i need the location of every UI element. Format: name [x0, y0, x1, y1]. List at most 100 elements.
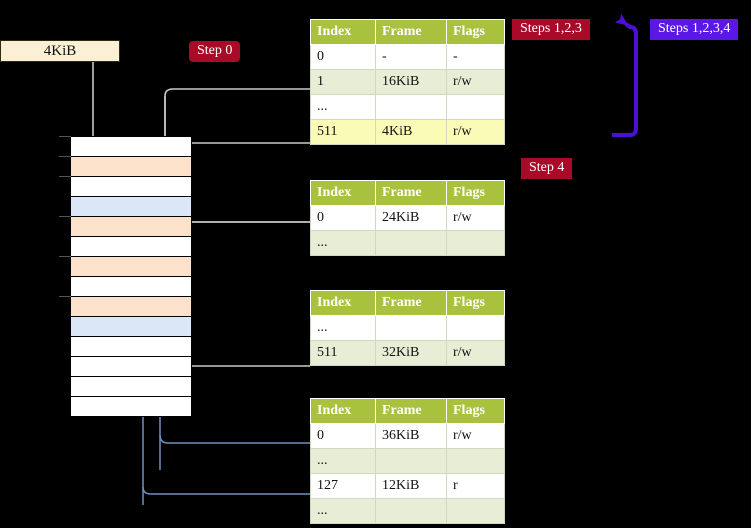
cell-index: ...: [310, 94, 376, 120]
memory-frame-row: [71, 396, 191, 416]
cell-flags: [446, 315, 505, 341]
cell-index: 1: [310, 69, 376, 95]
column-header-index: Index: [310, 398, 376, 424]
column-header-flags: Flags: [446, 19, 505, 45]
cell-index: 511: [310, 340, 376, 366]
connector-blue-to-table4-row127: [142, 486, 312, 495]
memory-frame-row: [59, 156, 191, 176]
table-header-row: Index Frame Flags: [310, 290, 505, 316]
connector-table1-to-memory: [164, 88, 312, 144]
column-header-index: Index: [310, 180, 376, 206]
cell-flags: [446, 230, 505, 256]
column-header-frame: Frame: [375, 290, 447, 316]
cell-flags: -: [446, 44, 505, 70]
table-row: ...: [310, 498, 505, 524]
memory-frame-row: [71, 356, 191, 376]
memory-tick-mark: [59, 176, 71, 177]
table-row: 0--: [310, 44, 505, 70]
memory-tick-mark: [59, 156, 71, 157]
cell-index: ...: [310, 448, 376, 474]
cell-index: ...: [310, 498, 376, 524]
cell-flags: r: [446, 473, 505, 499]
memory-frame-row: [59, 136, 191, 156]
column-header-flags: Flags: [446, 398, 505, 424]
badge-steps-1-2-3-4: Steps 1,2,3,4: [650, 19, 739, 40]
cell-frame: 4KiB: [375, 119, 447, 145]
cell-frame: 24KiB: [375, 205, 447, 231]
cell-index: 0: [310, 423, 376, 449]
cell-index: 0: [310, 44, 376, 70]
column-header-frame: Frame: [375, 19, 447, 45]
table-header-row: Index Frame Flags: [310, 180, 505, 206]
connector-table2-branch: [181, 221, 310, 262]
memory-tick-mark: [59, 136, 71, 137]
cell-frame: [375, 94, 447, 120]
cell-flags: r/w: [446, 423, 505, 449]
table-row: ...: [310, 315, 505, 341]
cell-frame: 32KiB: [375, 340, 447, 366]
badge-steps-1-2-3: Steps 1,2,3: [512, 19, 590, 40]
connector-table3-to-memory: [173, 314, 310, 367]
cell-frame: [375, 448, 447, 474]
table-row: ...: [310, 448, 505, 474]
cell-flags: r/w: [446, 69, 505, 95]
table-header-row: Index Frame Flags: [310, 19, 505, 45]
memory-frame-row: [71, 376, 191, 396]
cell-index: 127: [310, 473, 376, 499]
cell-frame: 16KiB: [375, 69, 447, 95]
column-header-index: Index: [310, 290, 376, 316]
badge-step-4: Step 4: [521, 158, 573, 179]
column-header-flags: Flags: [446, 180, 505, 206]
cell-frame: -: [375, 44, 447, 70]
memory-tick-mark: [59, 256, 71, 257]
memory-frame-row: [59, 216, 191, 236]
memory-frame-row: [59, 296, 191, 316]
memory-frame-row: [71, 276, 191, 296]
memory-tick-mark: [59, 216, 71, 217]
memory-frame-row: [59, 256, 191, 276]
table-row: ...: [310, 230, 505, 256]
memory-frame-row: [71, 336, 191, 356]
cell-index: ...: [310, 230, 376, 256]
cell-index: 511: [310, 119, 376, 145]
memory-frame-row: [71, 236, 191, 256]
cell-flags: r/w: [446, 205, 505, 231]
cell-flags: [446, 94, 505, 120]
cell-frame: 12KiB: [375, 473, 447, 499]
cell-frame: 36KiB: [375, 423, 447, 449]
column-header-frame: Frame: [375, 398, 447, 424]
connector-blue-to-table4-row0: [159, 434, 312, 444]
column-header-flags: Flags: [446, 290, 505, 316]
cell-flags: r/w: [446, 340, 505, 366]
cell-frame: [375, 315, 447, 341]
cell-flags: [446, 448, 505, 474]
column-header-index: Index: [310, 19, 376, 45]
badge-step-0: Step 0: [189, 41, 241, 62]
memory-frame-row: [59, 176, 191, 196]
physical-memory-column: [59, 136, 192, 417]
cell-flags: [446, 498, 505, 524]
table-header-row: Index Frame Flags: [310, 398, 505, 424]
table-row: ...: [310, 94, 505, 120]
memory-frame-row: [71, 316, 191, 336]
cell-frame: [375, 230, 447, 256]
memory-tick-mark: [59, 296, 71, 297]
cell-frame: [375, 498, 447, 524]
memory-frame-row: [71, 196, 191, 216]
cell-flags: r/w: [446, 119, 505, 145]
connector-violet-bracket: [612, 13, 638, 137]
